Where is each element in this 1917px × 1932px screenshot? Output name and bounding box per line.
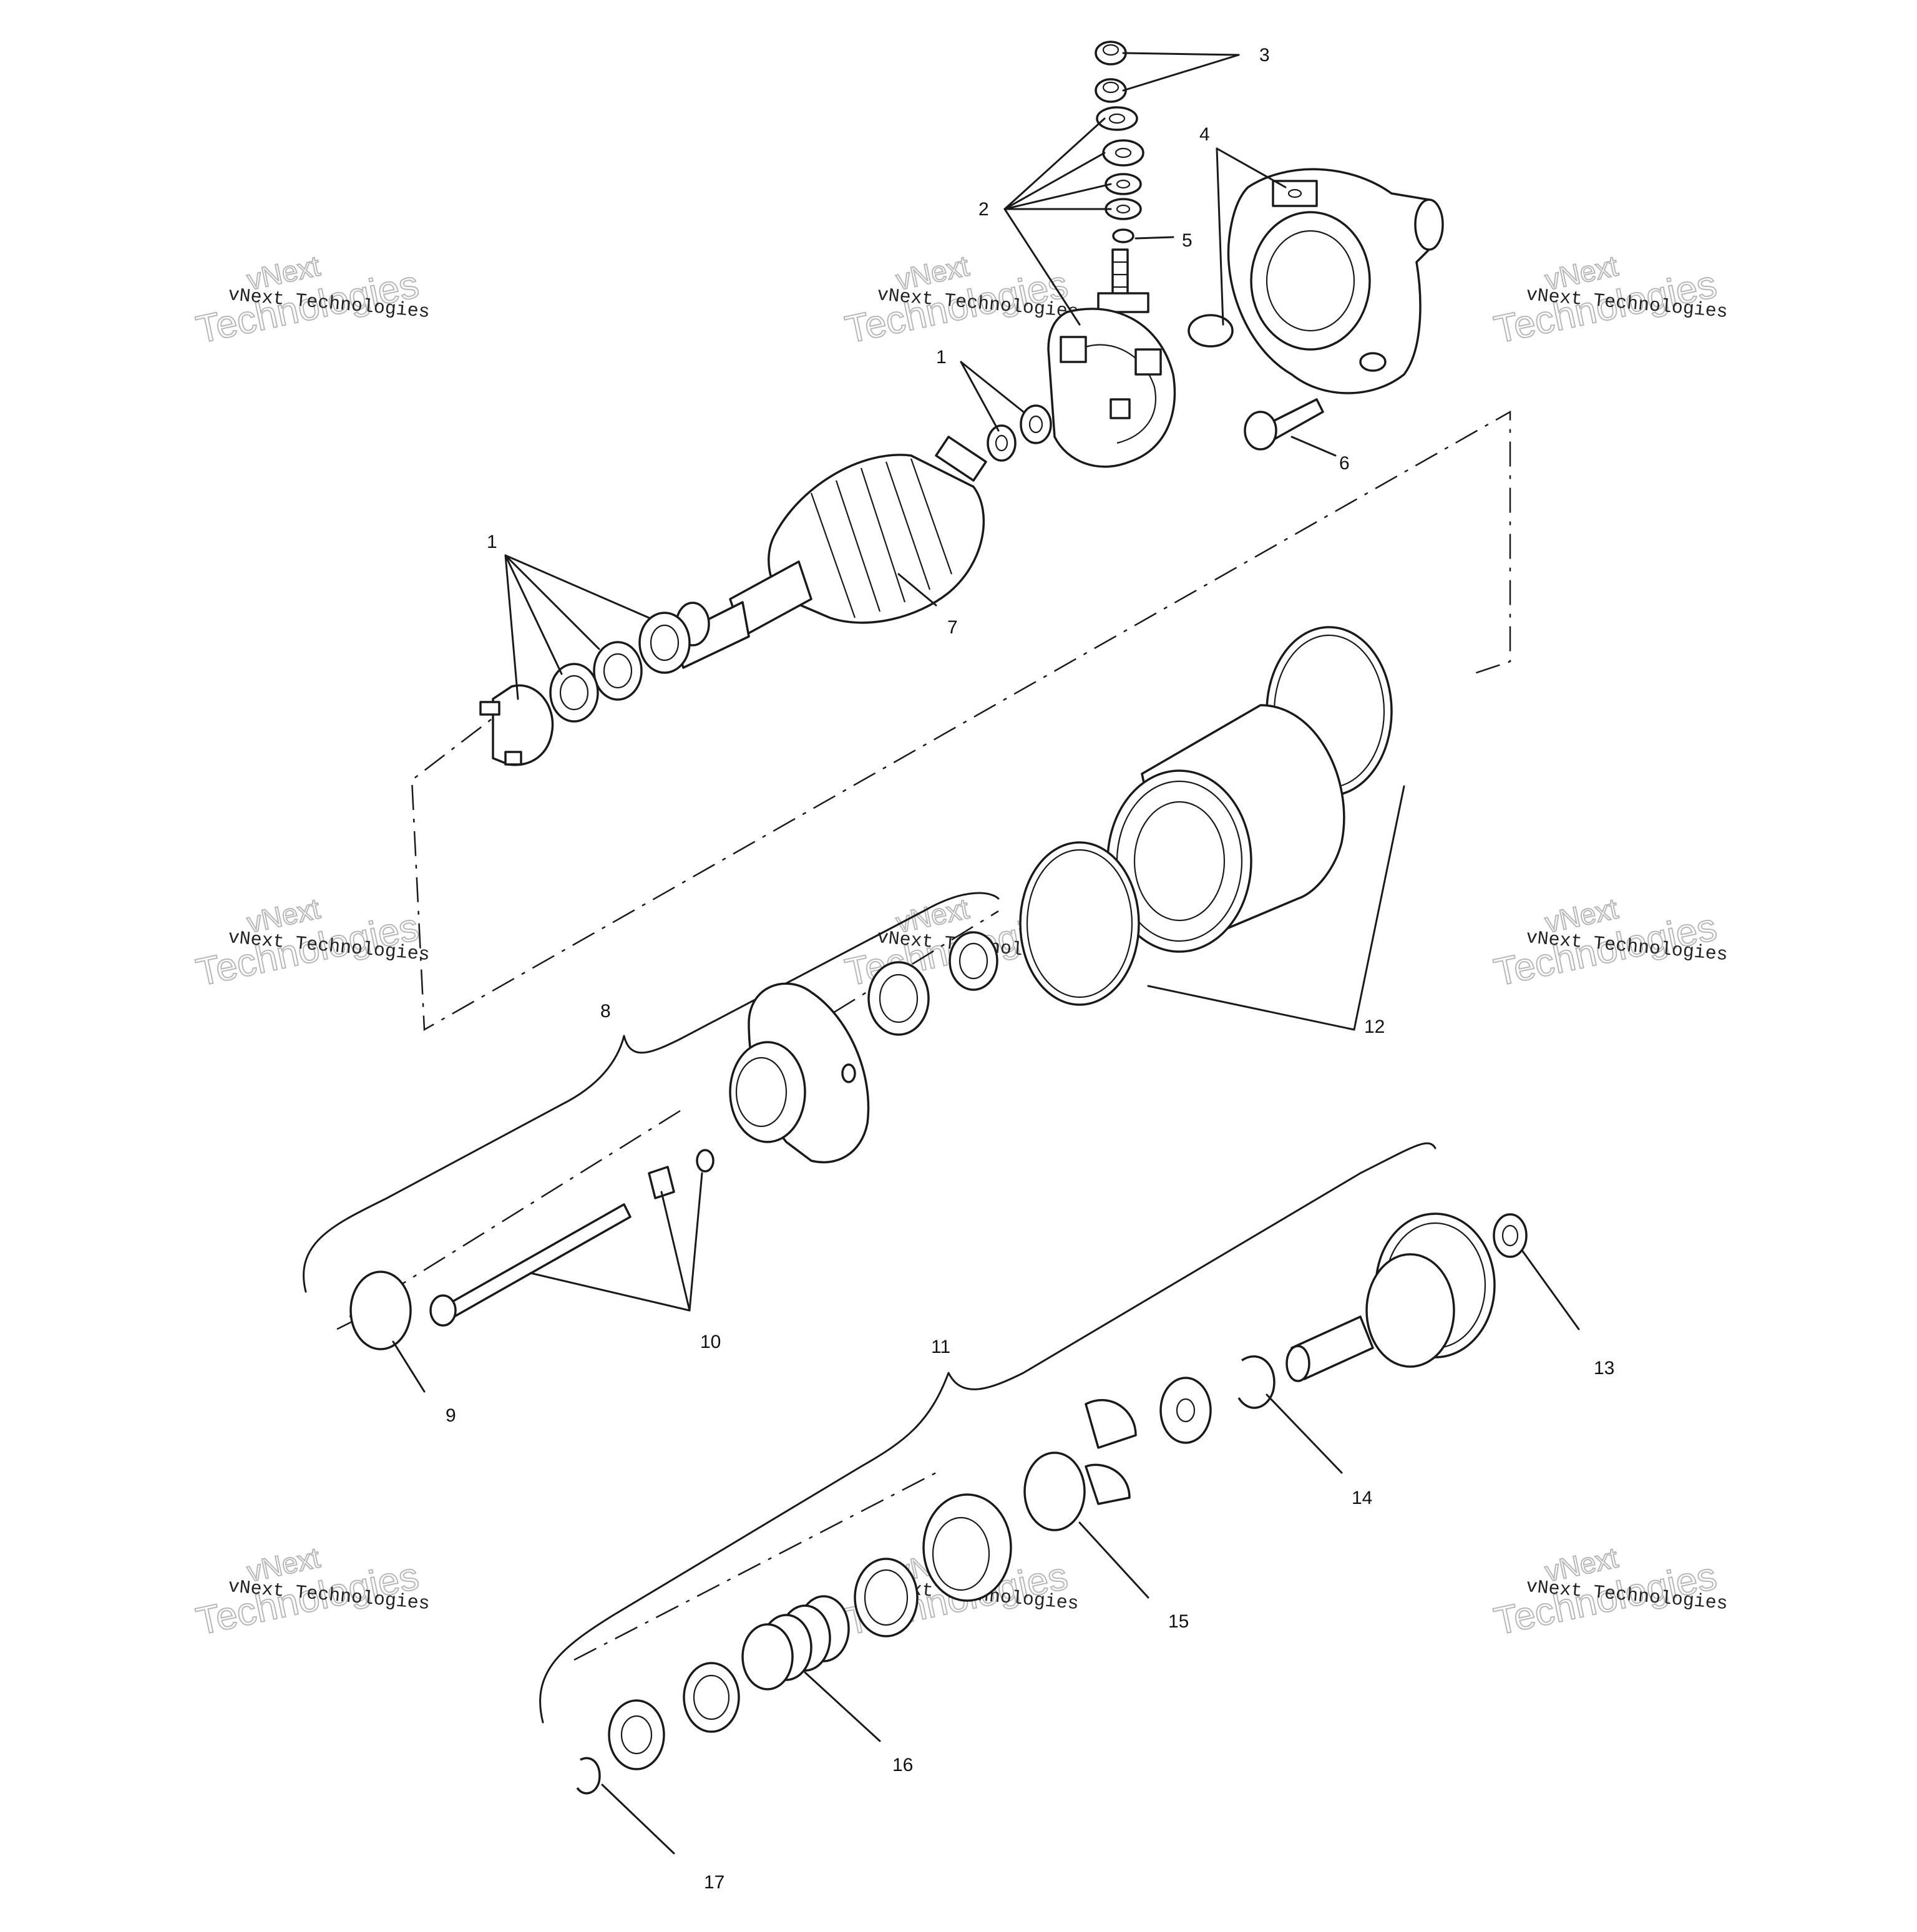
- part-9-o-ring: [349, 1271, 412, 1350]
- part-14-circlip: [1159, 1355, 1276, 1444]
- part-8-front-cover: [729, 931, 998, 1164]
- callout-4: 4: [1199, 124, 1210, 145]
- callout-7: 7: [947, 617, 958, 638]
- callout-16: 16: [892, 1755, 913, 1775]
- callout-1-upper: 1: [936, 347, 947, 368]
- part-4-end-housing: [1188, 168, 1444, 394]
- callout-9: 9: [446, 1405, 456, 1426]
- callout-6: 6: [1339, 453, 1350, 474]
- part-2-washers: [1096, 106, 1144, 220]
- callout-8: 8: [600, 1001, 611, 1022]
- part-16-spring: [608, 1595, 850, 1770]
- part-13-clutch-shaft-gear: [1285, 1212, 1528, 1382]
- part-1-washers-lower: [479, 612, 691, 766]
- callout-3: 3: [1259, 45, 1270, 66]
- assembly-braces: [303, 892, 1437, 1724]
- callout-13: 13: [1594, 1358, 1614, 1378]
- part-10-through-bolt: [429, 1149, 715, 1327]
- callout-14: 14: [1352, 1488, 1372, 1508]
- pinion-gear: [854, 1493, 1012, 1637]
- callout-2: 2: [978, 199, 989, 220]
- callout-1-lower: 1: [487, 532, 497, 552]
- part-3-nuts: [1095, 41, 1127, 103]
- part-1-washers-upper: [987, 404, 1052, 462]
- part-17-snap-ring: [576, 1757, 601, 1795]
- callout-12: 12: [1364, 1017, 1385, 1037]
- callout-11: 11: [931, 1337, 950, 1357]
- callout-labels: 3 2 4 5 6 1 7 1 8 12 9 10 11 13 14 15 16…: [446, 45, 1614, 1893]
- split-collar: [1085, 1399, 1137, 1505]
- callout-17: 17: [704, 1872, 724, 1893]
- leader-lines: [392, 52, 1580, 1855]
- part-15-stopper-ring: [1023, 1451, 1086, 1531]
- brush-holder-plate: [1047, 248, 1176, 468]
- part-12-yoke-housing: [1019, 626, 1393, 1006]
- callout-15: 15: [1168, 1611, 1189, 1632]
- part-7-armature: [673, 436, 987, 669]
- callout-10: 10: [700, 1332, 721, 1352]
- callout-5: 5: [1182, 230, 1193, 251]
- part-6-bolt: [1244, 398, 1324, 451]
- part-5-o-ring: [1112, 228, 1134, 243]
